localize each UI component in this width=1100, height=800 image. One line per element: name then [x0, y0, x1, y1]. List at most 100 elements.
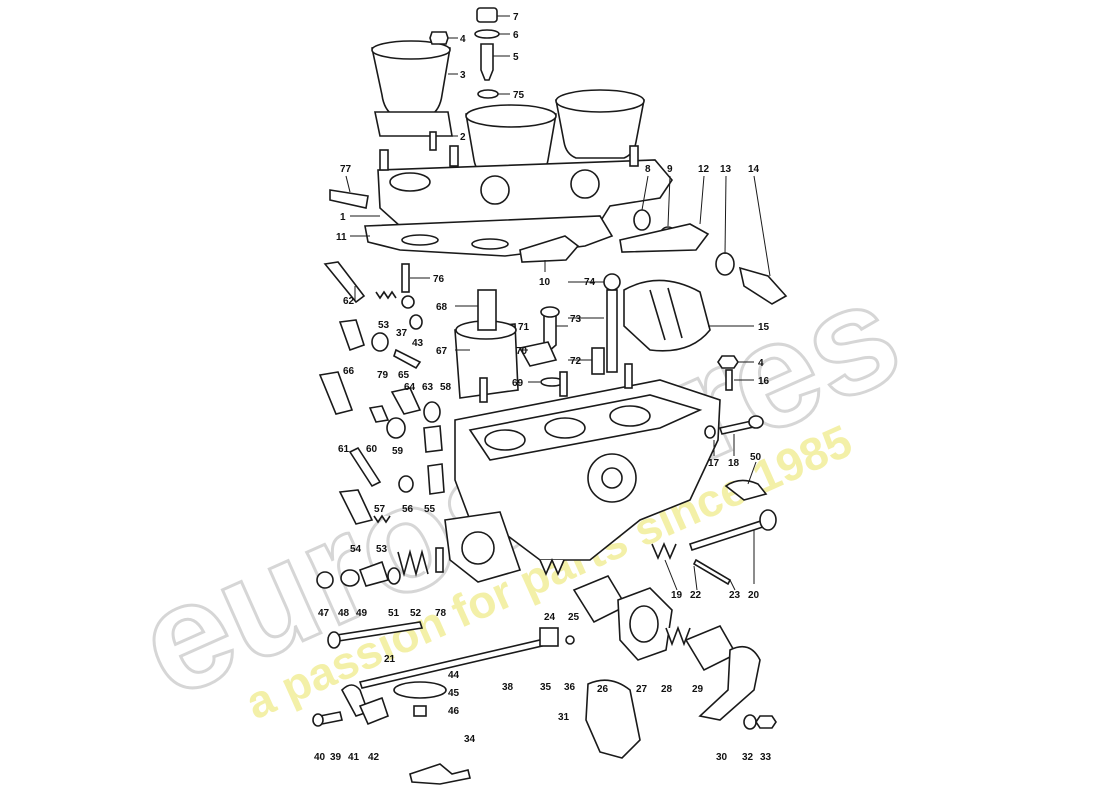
- part-label-48: 48: [338, 608, 350, 619]
- jet-72: [591, 347, 605, 375]
- jet-58: [423, 425, 443, 453]
- part-label-40: 40: [314, 752, 326, 763]
- part-label-9: 9: [667, 164, 673, 175]
- part-label-53b: 53: [376, 544, 388, 555]
- jet-62: [323, 261, 366, 304]
- part-label-4b: 4: [758, 358, 764, 369]
- part-label-8: 8: [645, 164, 651, 175]
- clip-70: [518, 341, 558, 367]
- part-label-60: 60: [366, 444, 378, 455]
- lever-50: [724, 479, 768, 501]
- part-label-41: 41: [348, 752, 360, 763]
- part-label-73: 73: [570, 314, 582, 325]
- part-label-11: 11: [336, 232, 347, 243]
- jets-and-screws: [316, 261, 445, 589]
- part-label-29: 29: [692, 684, 704, 695]
- throttle-and-pump-linkage: [312, 557, 777, 785]
- part-label-75: 75: [513, 90, 525, 101]
- pump-housing-31: [585, 679, 641, 759]
- part-label-37: 37: [396, 328, 408, 339]
- part-number-labels: 7 6 5 4 3 75 2 77 1 11 8 9 12 13 14 10 7…: [314, 12, 772, 763]
- part-label-50: 50: [750, 452, 762, 463]
- part-label-10: 10: [539, 277, 551, 288]
- screw-57: [348, 446, 382, 488]
- part-label-5: 5: [513, 52, 519, 63]
- part-label-46: 46: [448, 706, 460, 717]
- spring-52: [397, 548, 429, 578]
- part-label-53a: 53: [378, 320, 390, 331]
- part-label-42: 42: [368, 752, 380, 763]
- spring-53-top: [375, 290, 397, 300]
- part-label-18: 18: [728, 458, 740, 469]
- part-label-1: 1: [340, 212, 346, 223]
- part-label-20: 20: [748, 590, 760, 601]
- part-label-56: 56: [402, 504, 414, 515]
- part-label-68: 68: [436, 302, 448, 313]
- part-label-43: 43: [412, 338, 424, 349]
- spring-28: [665, 625, 691, 647]
- spring-53-bottom: [373, 514, 391, 524]
- part-label-22: 22: [690, 590, 702, 601]
- part-label-63: 63: [422, 382, 434, 393]
- leader-lines: [345, 15, 771, 591]
- part-label-52: 52: [410, 608, 422, 619]
- fuel-union-left: [519, 235, 580, 263]
- part-label-3: 3: [460, 70, 466, 81]
- part-label-39: 39: [330, 752, 342, 763]
- bracket-77: [329, 189, 369, 209]
- part-label-76: 76: [433, 274, 445, 285]
- part-label-13: 13: [720, 164, 732, 175]
- jet-holder-66: [338, 319, 365, 352]
- part-label-32: 32: [742, 752, 754, 763]
- float-valve-cap: [476, 7, 498, 23]
- part-label-28: 28: [661, 684, 673, 695]
- spring-24: [539, 557, 565, 577]
- nut-top: [429, 31, 449, 45]
- part-label-33: 33: [760, 752, 772, 763]
- part-label-24: 24: [544, 612, 556, 623]
- part-label-6: 6: [513, 30, 519, 41]
- part-label-7: 7: [513, 12, 519, 23]
- part-label-27: 27: [636, 684, 648, 695]
- part-label-17: 17: [708, 458, 720, 469]
- part-label-58: 58: [440, 382, 452, 393]
- part-label-74: 74: [584, 277, 596, 288]
- screw-54: [338, 489, 374, 525]
- part-label-21: 21: [384, 654, 396, 665]
- part-label-2: 2: [460, 132, 466, 143]
- diaphragm-29: [684, 624, 738, 672]
- part-label-45: 45: [448, 688, 460, 699]
- pump-lever-30: [698, 645, 761, 721]
- part-label-59: 59: [392, 446, 404, 457]
- part-label-72: 72: [570, 356, 582, 367]
- part-label-67: 67: [436, 346, 448, 357]
- part-label-47: 47: [318, 608, 330, 619]
- part-label-64: 64: [404, 382, 416, 393]
- part-label-35: 35: [540, 682, 552, 693]
- part-label-4: 4: [460, 34, 466, 45]
- injector-tube-73: [606, 289, 618, 373]
- fuel-inlet-fittings: [519, 209, 788, 305]
- part-label-19: 19: [671, 590, 683, 601]
- float-chamber-parts: [454, 273, 711, 399]
- part-label-57: 57: [374, 504, 386, 515]
- part-label-16: 16: [758, 376, 770, 387]
- part-label-14: 14: [748, 164, 760, 175]
- accelerator-pump-cover: [623, 279, 711, 352]
- part-label-30: 30: [716, 752, 728, 763]
- part-label-77: 77: [340, 164, 352, 175]
- part-label-55: 55: [424, 504, 436, 515]
- part-label-44: 44: [448, 670, 460, 681]
- carburetor-main-body: [444, 363, 721, 583]
- part-label-62: 62: [343, 296, 355, 307]
- part-label-12: 12: [698, 164, 710, 175]
- part-label-78: 78: [435, 608, 447, 619]
- nut-4-right: [717, 355, 739, 369]
- part-label-25: 25: [568, 612, 580, 623]
- float-pin-tube: [477, 289, 497, 331]
- part-label-54: 54: [350, 544, 362, 555]
- part-label-38: 38: [502, 682, 514, 693]
- trumpet-flange-left: [374, 111, 453, 137]
- float-needle-valve: [480, 43, 494, 81]
